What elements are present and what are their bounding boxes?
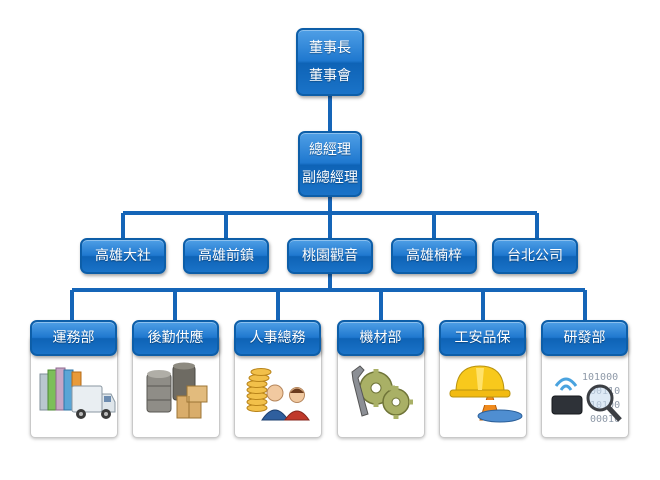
binary-text-line: 00010 — [590, 414, 620, 425]
coins-and-people-icon — [246, 368, 310, 421]
site-box-dashe: 高雄大社 — [80, 238, 166, 274]
site-label: 台北公司 — [507, 247, 563, 264]
site-label: 桃園觀音 — [302, 247, 358, 264]
truck-with-books-icon — [39, 367, 116, 419]
site-label: 高雄楠梓 — [406, 247, 462, 264]
chairman-title: 董事長 — [309, 40, 351, 56]
binary-magnifier-icon: 101000 00110 10100 00010 — [551, 372, 622, 425]
department-label: 研發部 — [563, 329, 606, 346]
department-label: 人事總務 — [249, 329, 306, 346]
department-label: 後勤供應 — [147, 329, 204, 346]
wrench-and-gears-icon — [351, 365, 413, 419]
oil-barrels-and-boxes-icon — [146, 362, 208, 419]
department-box-logistics: 後勤供應 — [132, 320, 219, 356]
department-box-hr: 人事總務 — [234, 320, 321, 356]
hard-hat-and-cone-icon — [449, 365, 523, 423]
binary-text-line: 101000 — [582, 372, 618, 383]
department-box-equipment: 機材部 — [337, 320, 424, 356]
site-label: 高雄前鎮 — [198, 247, 254, 264]
department-label: 工安品保 — [454, 329, 511, 346]
department-box-rnd: 研發部 — [541, 320, 628, 356]
chairman-box: 董事長 董事會 — [296, 28, 364, 96]
department-box-transport: 運務部 — [30, 320, 117, 356]
site-box-taipei: 台北公司 — [492, 238, 578, 274]
board-title: 董事會 — [309, 68, 351, 84]
deputy-general-manager-title: 副總經理 — [302, 170, 358, 186]
department-label: 機材部 — [359, 329, 402, 346]
general-manager-box: 總經理 副總經理 — [298, 131, 362, 197]
site-box-nanzi: 高雄楠梓 — [391, 238, 477, 274]
general-manager-title: 總經理 — [309, 142, 351, 158]
department-box-safety-qa: 工安品保 — [439, 320, 526, 356]
site-box-qianzhen: 高雄前鎮 — [183, 238, 269, 274]
site-label: 高雄大社 — [95, 247, 151, 264]
site-box-guanyin: 桃園觀音 — [287, 238, 373, 274]
department-label: 運務部 — [52, 329, 95, 346]
